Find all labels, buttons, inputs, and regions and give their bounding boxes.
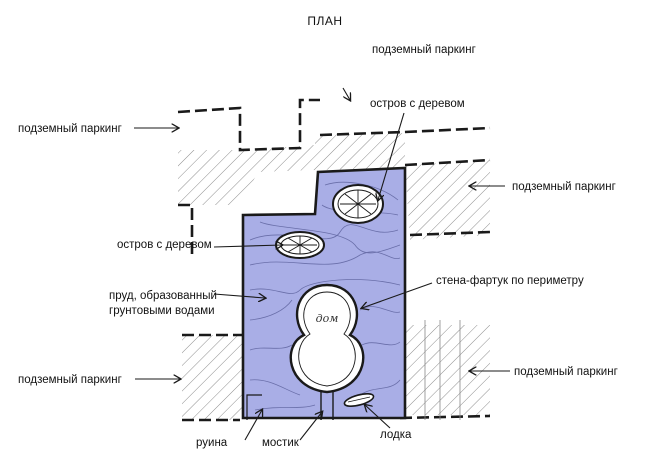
label-island-top: остров с деревом <box>370 98 465 110</box>
island-top <box>332 184 384 224</box>
hatched-parking-areas <box>178 133 490 420</box>
label-parking-top: подземный паркинг <box>372 44 476 56</box>
boat <box>343 393 375 407</box>
label-parking-left-top: подземный паркинг <box>18 123 122 135</box>
label-parking-right-bottom: подземный паркинг <box>514 366 618 378</box>
house: дом <box>289 283 365 394</box>
label-ruin: руина <box>196 437 228 449</box>
label-parking-right-top: подземный паркинг <box>512 181 616 193</box>
label-parking-left-bottom: подземный паркинг <box>18 374 122 386</box>
island-left <box>275 231 325 259</box>
label-pond-line1: пруд, образованный <box>109 290 217 302</box>
label-pond-line2: грунтовыми водами <box>109 305 215 317</box>
plan-title: ПЛАН <box>307 14 342 28</box>
label-wall: стена-фартук по периметру <box>436 275 584 287</box>
right-grid-lines <box>424 320 461 420</box>
ruin <box>246 394 262 420</box>
house-text: дом <box>316 312 339 325</box>
leader-arrows <box>134 87 510 441</box>
label-boat: лодка <box>380 429 412 441</box>
label-island-left: остров с деревом <box>117 239 212 251</box>
label-bridge: мостик <box>262 437 300 449</box>
